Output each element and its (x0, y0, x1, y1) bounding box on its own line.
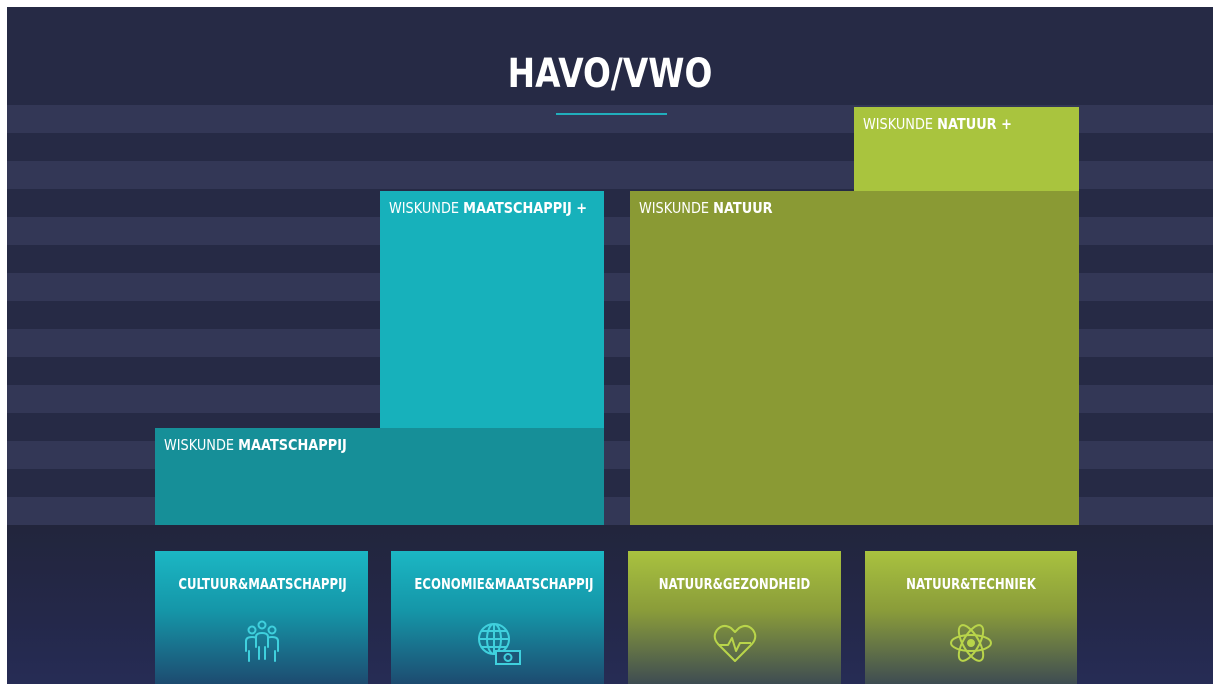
people-group-icon (244, 620, 279, 662)
block-wiskunde-natuur-plus: WISKUNDE NATUUR + (854, 107, 1079, 191)
block-label: WISKUNDE MAATSCHAPPIJ + (389, 199, 588, 217)
profile-card-economie-maatschappij: ECONOMIE&MAATSCHAPPIJ (391, 551, 604, 684)
globe-money-icon (477, 623, 521, 665)
page-title: HAVO/VWO (507, 51, 713, 97)
profile-card-natuur-gezondheid: NATUUR&GEZONDHEID (628, 551, 841, 684)
diagram-canvas: HAVO/VWO WISKUNDE MAATSCHAPPIJ WISKUNDE … (7, 7, 1213, 684)
profile-title: NATUUR&TECHNIEK (906, 575, 1036, 593)
block-wiskunde-natuur: WISKUNDE NATUUR (630, 191, 1079, 525)
profile-title: ECONOMIE&MAATSCHAPPIJ (414, 575, 594, 593)
profile-title: NATUUR&GEZONDHEID (658, 575, 811, 593)
block-label: WISKUNDE MAATSCHAPPIJ (164, 436, 347, 454)
atom-icon (950, 624, 992, 662)
profile-card-cultuur-maatschappij: CULTUUR&MAATSCHAPPIJ (155, 551, 368, 684)
title-underline (556, 113, 667, 115)
profile-card-natuur-techniek: NATUUR&TECHNIEK (865, 551, 1077, 684)
profile-title: CULTUUR&MAATSCHAPPIJ (178, 575, 347, 593)
block-wiskunde-maatschappij-plus: WISKUNDE MAATSCHAPPIJ + (380, 191, 604, 428)
block-label: WISKUNDE NATUUR (639, 199, 773, 217)
heart-pulse-icon (713, 624, 756, 662)
block-label: WISKUNDE NATUUR + (863, 115, 1012, 133)
block-wiskunde-maatschappij: WISKUNDE MAATSCHAPPIJ (155, 428, 604, 525)
